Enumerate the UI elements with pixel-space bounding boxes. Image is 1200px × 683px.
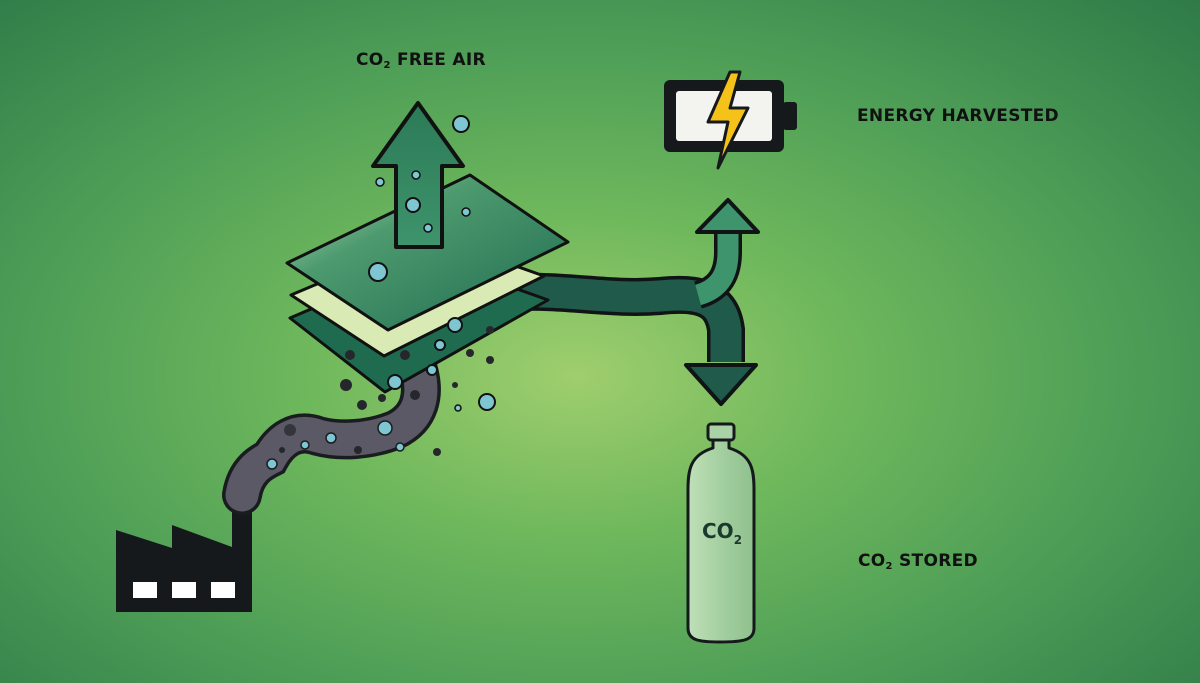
up-arrow-icon <box>371 101 471 249</box>
factory-icon <box>116 495 252 612</box>
bottle-label: CO2 <box>702 519 742 547</box>
split-arrow-icon <box>514 198 760 406</box>
gas-bottle-icon: CO2 <box>686 422 756 644</box>
co2-free-air-label: CO2 FREE AIR <box>356 50 486 71</box>
lightning-bolt-icon <box>706 70 750 170</box>
energy-harvested-label: ENERGY HARVESTED <box>857 106 1059 126</box>
battery-icon <box>664 70 797 170</box>
membrane-layers-icon <box>285 173 570 456</box>
smoke-pipe-icon <box>222 350 441 515</box>
co2-stored-label: CO2 STORED <box>858 551 978 572</box>
